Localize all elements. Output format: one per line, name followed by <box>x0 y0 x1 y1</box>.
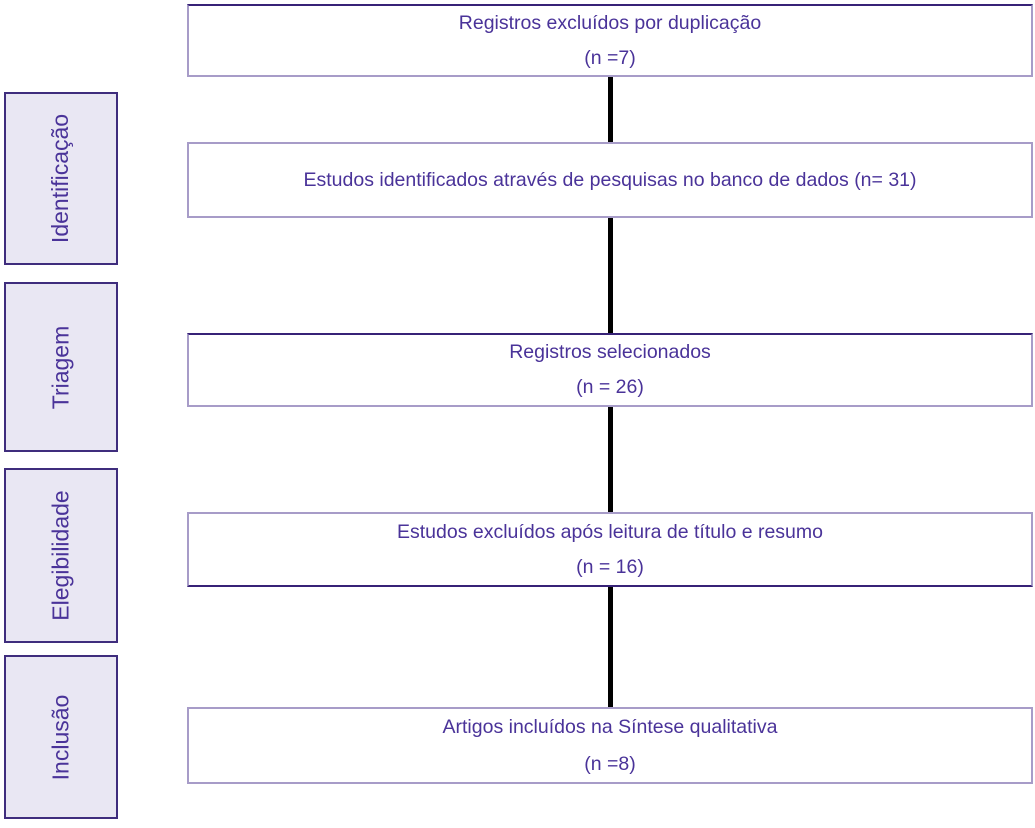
flow-box-text: Artigos incluídos na Síntese qualitativa <box>442 716 778 739</box>
flow-box-studies-identified: Estudos identificados através de pesquis… <box>187 142 1033 218</box>
stage-label-triagem: Triagem <box>47 325 74 409</box>
stage-label-elegibilidade: Elegibilidade <box>47 490 74 621</box>
flow-box-count: (n =8) <box>584 752 636 775</box>
stage-box-triagem: Triagem <box>4 282 118 452</box>
flow-box-text: Estudos excluídos após leitura de título… <box>397 520 823 543</box>
stage-label-identificacao: Identificação <box>47 113 74 244</box>
stage-box-elegibilidade: Elegibilidade <box>4 468 118 643</box>
flow-box-count: (n = 26) <box>576 376 644 399</box>
flow-box-text: Registros selecionados <box>509 341 711 364</box>
stage-box-identificacao: Identificação <box>4 92 118 265</box>
flow-box-articles-included: Artigos incluídos na Síntese qualitativa… <box>187 707 1033 784</box>
flow-box-studies-excluded-title-abstract: Estudos excluídos após leitura de título… <box>187 512 1033 587</box>
stage-label-inclusao: Inclusão <box>47 694 74 780</box>
flow-box-count: (n =7) <box>584 46 636 69</box>
flow-box-text: Estudos identificados através de pesquis… <box>303 168 917 191</box>
flow-box-records-excluded-duplication: Registros excluídos por duplicação (n =7… <box>187 4 1033 77</box>
flow-box-records-screened: Registros selecionados (n = 26) <box>187 333 1033 407</box>
flow-box-text: Registros excluídos por duplicação <box>458 12 762 35</box>
stage-box-inclusao: Inclusão <box>4 655 118 819</box>
flow-box-count: (n = 16) <box>576 556 644 579</box>
